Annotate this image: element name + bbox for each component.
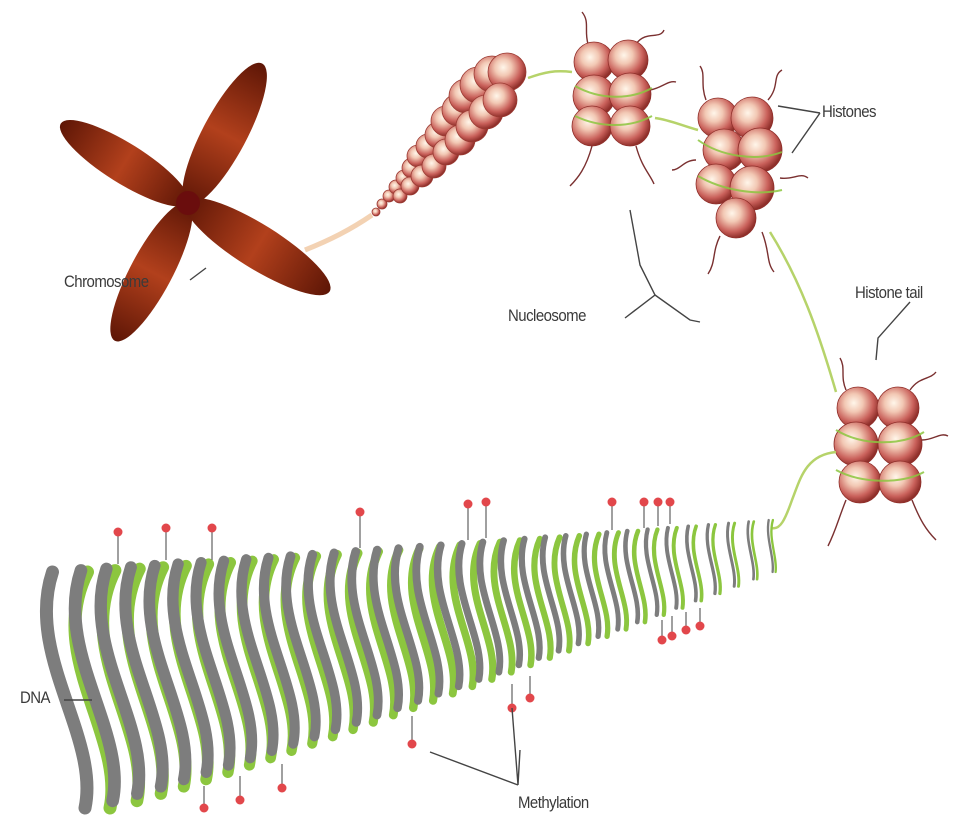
histone-tail-leader	[876, 302, 910, 360]
histone-tail-label: Histone tail	[855, 283, 923, 303]
histone-tail	[650, 82, 676, 90]
histone-bead	[572, 106, 612, 146]
histones-label: Histones	[822, 102, 876, 122]
histone-tail	[780, 176, 808, 179]
histone-bead	[879, 461, 921, 503]
methyl-group	[526, 694, 535, 703]
methyl-group	[208, 524, 217, 533]
chromosome-label: Chromosome	[64, 272, 149, 292]
chromosome-leader	[190, 268, 206, 280]
methyl-group	[682, 626, 691, 635]
chromatin-fiber	[305, 215, 372, 250]
methylation-leader	[430, 708, 520, 785]
histone-tail	[708, 236, 720, 274]
histone-bead	[834, 422, 878, 466]
methyl-group	[696, 622, 705, 631]
histone-tail	[912, 500, 936, 540]
nucleosome-3	[828, 358, 948, 546]
histone-tail	[700, 66, 706, 100]
methyl-group	[654, 498, 663, 507]
histone-bead	[610, 106, 650, 146]
methyl-group	[278, 784, 287, 793]
histone-tail	[672, 160, 696, 170]
linker-dna	[655, 118, 698, 130]
nucleosome-2	[672, 66, 808, 274]
histones-leader	[778, 106, 820, 153]
histone-tail	[636, 30, 664, 44]
histone-bead	[372, 208, 380, 216]
methyl-group	[114, 528, 123, 537]
methyl-group	[640, 498, 649, 507]
chromosome	[49, 53, 341, 351]
nucleosome-1	[570, 12, 676, 186]
dna-helix	[46, 520, 775, 808]
histone-bead	[878, 422, 922, 466]
histone-tail	[570, 146, 592, 186]
histone-tail	[582, 12, 588, 44]
dna-label: DNA	[20, 688, 50, 708]
histone-bead	[738, 128, 782, 172]
histone-tail	[762, 232, 774, 272]
linker-dna	[770, 232, 836, 392]
histone-tail	[768, 70, 782, 100]
methylation-label: Methylation	[518, 793, 589, 813]
linker-dna	[528, 71, 572, 78]
methyl-group	[482, 498, 491, 507]
histone-tail	[910, 372, 936, 390]
centromere	[176, 191, 200, 215]
histone-tail	[840, 358, 846, 390]
histone-tail	[922, 435, 948, 440]
methyl-group	[608, 498, 617, 507]
methyl-group	[658, 636, 667, 645]
methyl-group	[408, 740, 417, 749]
nucleosome-leader	[655, 295, 700, 322]
nucleosome-label: Nucleosome	[508, 306, 586, 326]
methyl-group	[668, 632, 677, 641]
chromatin-coil	[372, 53, 526, 216]
linker-dna	[772, 452, 836, 528]
histone-tail	[636, 146, 654, 184]
methyl-group	[162, 524, 171, 533]
methyl-group	[666, 498, 675, 507]
methyl-group	[236, 796, 245, 805]
methyl-group	[200, 804, 209, 813]
histone-tail	[828, 500, 846, 546]
methyl-group	[464, 500, 473, 509]
histone-bead	[839, 461, 881, 503]
methyl-group	[356, 508, 365, 517]
nucleosome-leader	[625, 210, 655, 318]
histone-bead	[483, 83, 517, 117]
histone-bead	[716, 198, 756, 238]
